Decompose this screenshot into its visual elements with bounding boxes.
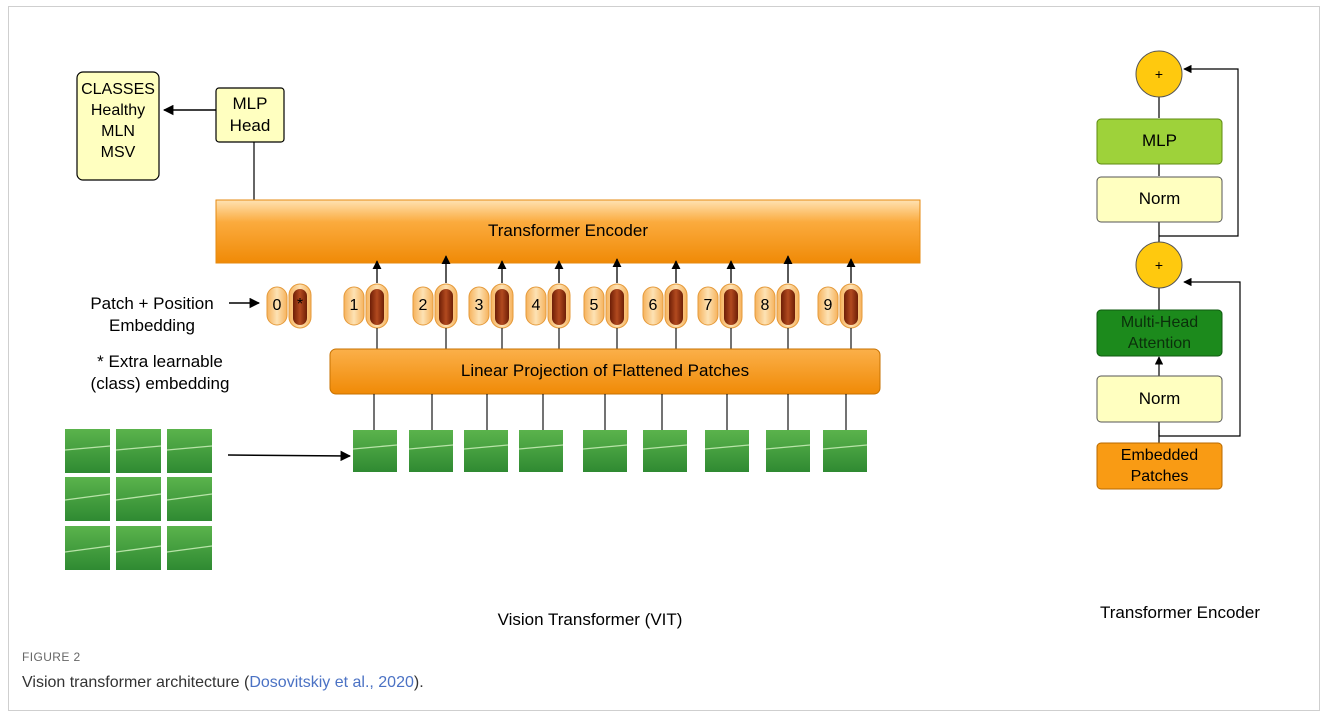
multi-head-attention-box xyxy=(1096,309,1223,357)
classes-box xyxy=(76,71,160,181)
projection-to-token-connectors xyxy=(376,328,852,350)
norm-box-bottom xyxy=(1096,375,1223,423)
embedded-patches-line-2: Patches xyxy=(1130,468,1189,485)
token-number-1: 1 xyxy=(349,297,359,314)
token-7 xyxy=(697,283,743,329)
encoder-input-arrows xyxy=(372,255,856,283)
class-mln: MLN xyxy=(101,123,135,140)
token-5 xyxy=(583,283,629,329)
figure-label: FIGURE 2 xyxy=(22,650,81,664)
vit-title: Vision Transformer (VIT) xyxy=(497,610,683,629)
image-to-patches-arrow xyxy=(227,450,352,462)
token-number-2: 2 xyxy=(418,297,428,314)
embedded-patches-label: Embedded Patches xyxy=(1097,445,1222,487)
transformer-encoder-label: Transformer Encoder xyxy=(488,221,648,240)
class-token xyxy=(266,283,312,329)
mlp-label: MLP xyxy=(1142,131,1177,150)
class-msv: MSV xyxy=(100,144,136,161)
residual-add-top xyxy=(1135,50,1183,98)
norm-box-top xyxy=(1096,176,1223,223)
token-number-8: 8 xyxy=(760,297,770,314)
token-number-9: 9 xyxy=(823,297,833,314)
attention-label: Multi-Head Attention xyxy=(1097,312,1222,354)
norm-label-bottom: Norm xyxy=(1138,389,1181,408)
class-token-number: 0 xyxy=(272,297,282,314)
mlp-box xyxy=(1096,118,1223,165)
citation-link[interactable]: Dosovitskiy et al., 2020 xyxy=(249,674,414,691)
token-number-4: 4 xyxy=(531,297,541,314)
token-6 xyxy=(642,283,688,329)
class-token-star: * xyxy=(296,296,304,313)
token-8 xyxy=(754,283,800,329)
caption-text-before: Vision transformer architecture ( xyxy=(22,674,250,691)
patch-position-line-2: Embedding xyxy=(108,316,195,335)
classes-label: CLASSES Healthy MLN MSV xyxy=(77,79,159,163)
mlp-head-label: MLP Head xyxy=(216,93,284,137)
patch-position-line-1: Patch + Position xyxy=(90,294,214,313)
token-number-6: 6 xyxy=(648,297,658,314)
mlp-head-box xyxy=(215,87,285,143)
input-image-grid xyxy=(64,429,213,570)
add-symbol-top: + xyxy=(1154,66,1164,82)
residual-add-bottom xyxy=(1135,241,1183,289)
add-symbol-bottom: + xyxy=(1154,257,1164,273)
patch-tokens xyxy=(343,283,863,329)
token-number-3: 3 xyxy=(474,297,484,314)
extra-learnable-line-1: * Extra learnable xyxy=(97,352,223,371)
figure-caption: Vision transformer architecture (Dosovit… xyxy=(22,674,424,692)
mlp-head-line-1: MLP xyxy=(232,94,268,113)
attention-line-1: Multi-Head xyxy=(1120,314,1199,331)
token-1 xyxy=(343,283,389,329)
embedded-patches-box xyxy=(1096,442,1223,490)
encoder-block-title: Transformer Encoder xyxy=(1100,603,1260,622)
extra-learnable-label: * Extra learnable (class) embedding xyxy=(70,351,250,395)
attention-line-2: Attention xyxy=(1127,335,1192,352)
token-number-7: 7 xyxy=(703,297,713,314)
token-number-5: 5 xyxy=(589,297,599,314)
mlp-head-line-2: Head xyxy=(229,116,271,135)
norm-label-top: Norm xyxy=(1138,189,1181,208)
patch-to-projection-connectors xyxy=(373,394,847,430)
classes-title: CLASSES xyxy=(81,81,155,98)
token-9 xyxy=(817,283,863,329)
linear-projection-label: Linear Projection of Flattened Patches xyxy=(460,361,750,380)
flattened-patches xyxy=(352,430,868,472)
caption-text-after: ). xyxy=(413,674,424,691)
class-healthy: Healthy xyxy=(90,102,146,119)
embedded-patches-line-1: Embedded xyxy=(1120,447,1199,464)
extra-learnable-line-2: (class) embedding xyxy=(90,374,230,393)
patch-position-embedding-label: Patch + Position Embedding xyxy=(72,293,232,337)
transformer-encoder-bar xyxy=(215,199,921,264)
token-3 xyxy=(468,283,514,329)
figure-frame xyxy=(8,6,1320,711)
